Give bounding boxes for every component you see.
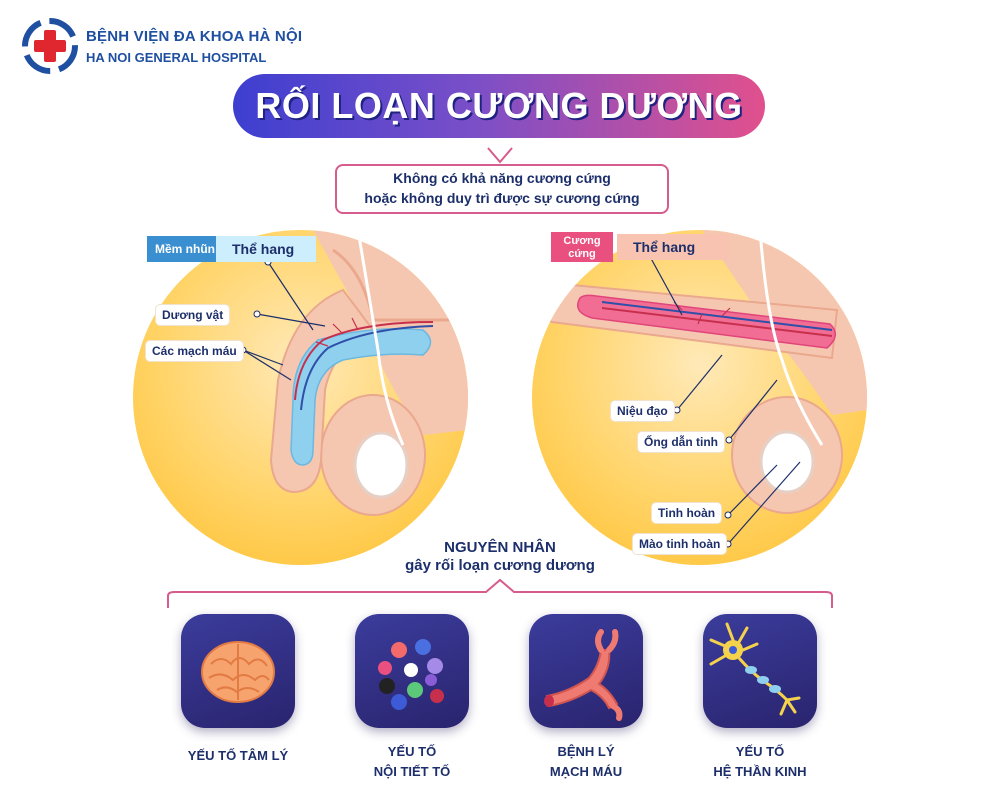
cause-label-nervous-1: YẾU TỐ (735, 744, 785, 759)
causes-subheading: gây rối loạn cương dương (405, 557, 595, 574)
cause-label-vascular-1: BỆNH LÝ (557, 744, 615, 759)
cause-tile-psychological (181, 614, 295, 728)
cause-label-hormonal-1: YẾU TỐ (387, 744, 437, 759)
cause-label-psychological: YẾU TỐ TÂM LÝ (187, 748, 289, 763)
label-vas-deferens: Ống dẫn tinh (638, 432, 724, 452)
cause-label-vascular-2: MẠCH MÁU (549, 764, 623, 779)
label-urethra: Niệu đạo (611, 401, 674, 421)
cause-tile-hormonal (355, 614, 469, 728)
cause-label-nervous-2: HỆ THẦN KINH (713, 764, 807, 779)
right-region-tag: Thể hang (617, 234, 729, 260)
blood-vessel-icon (544, 629, 623, 721)
hospital-name-vn: BỆNH VIỆN ĐA KHOA HÀ NỘI (86, 28, 303, 45)
title-banner (233, 74, 765, 138)
flaccid-illustration (133, 230, 468, 565)
hospital-cross-icon (22, 18, 78, 74)
definition-line-1: Không có khả năng cương cứng (393, 170, 611, 186)
label-epididymis: Mào tinh hoàn (633, 534, 727, 554)
hospital-logo: BỆNH VIỆN ĐA KHOA HÀ NỘI HA NOI GENERAL … (22, 18, 302, 74)
label-penis: Dương vật (156, 305, 230, 325)
label-vessels: Các mạch máu (146, 341, 243, 361)
definition-box (335, 164, 669, 214)
definition-line-2: hoặc không duy trì được sự cương cứng (364, 190, 640, 206)
cause-tile-nervous (703, 614, 817, 728)
cause-tile-vascular (529, 614, 643, 728)
flaccid-state-tag: Mềm nhũn (147, 236, 223, 262)
label-testicle: Tinh hoàn (652, 503, 722, 523)
brain-icon (201, 641, 275, 703)
page-title: RỐI LOẠN CƯƠNG DƯƠNG (255, 85, 743, 126)
neuron-icon (709, 622, 801, 716)
flaccid-anatomy-graphic (239, 230, 468, 516)
left-region-tag: Thể hang (216, 236, 316, 262)
causes-heading: NGUYÊN NHÂN (444, 539, 556, 556)
cause-label-hormonal-2: NỘI TIẾT TỐ (373, 764, 451, 779)
hormone-molecules-icon (378, 639, 444, 710)
hospital-name-en: HA NOI GENERAL HOSPITAL (86, 50, 267, 65)
erect-state-tag: Cương cứng (551, 232, 613, 262)
